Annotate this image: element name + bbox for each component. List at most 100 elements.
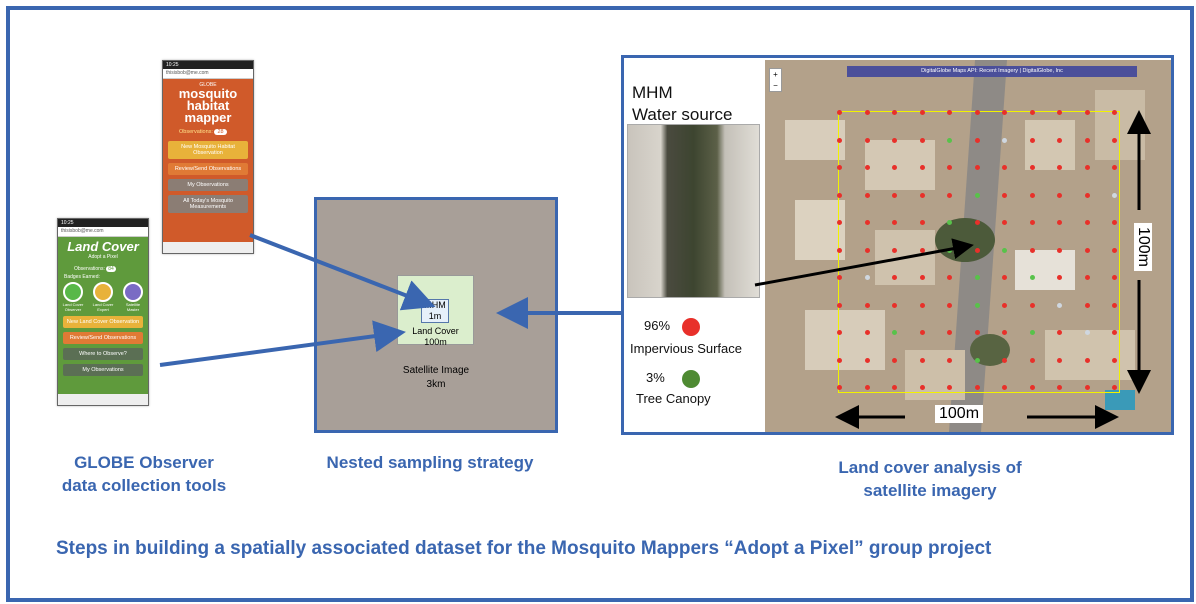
satellite-analysis-panel: MHM Water source 96% Impervious Surface … bbox=[621, 55, 1174, 435]
caption-tools: GLOBE Observer data collection tools bbox=[44, 451, 244, 497]
mhm-button-1[interactable]: New Mosquito Habitat Observation bbox=[168, 141, 248, 159]
sample-point bbox=[1057, 357, 1062, 363]
lc-button-4[interactable]: My Observations bbox=[63, 364, 143, 376]
sample-point bbox=[1084, 247, 1090, 253]
sample-point bbox=[1057, 165, 1062, 170]
sample-point bbox=[864, 357, 870, 363]
sample-point bbox=[1002, 302, 1007, 308]
sample-point bbox=[1002, 275, 1007, 280]
map-attribution-bar: DigitalGlobe Maps API: Recent Imagery | … bbox=[847, 66, 1137, 77]
sample-point bbox=[1029, 165, 1035, 170]
impervious-legend-dot bbox=[682, 318, 700, 336]
mhm-logo-line3: mapper bbox=[184, 110, 232, 125]
satellite-image-label: Satellite Image 3km bbox=[317, 364, 555, 392]
sample-point bbox=[1084, 357, 1090, 363]
sample-point bbox=[1029, 330, 1035, 335]
satellite-image-title: Satellite Image bbox=[402, 365, 470, 376]
zoom-out-button[interactable]: − bbox=[773, 81, 778, 90]
sample-point bbox=[864, 165, 870, 170]
mhm-logo-line1: mosquito bbox=[178, 86, 238, 101]
sample-point bbox=[1112, 330, 1117, 335]
lc-logo-text: Land Cover bbox=[67, 239, 139, 254]
sample-point bbox=[837, 110, 842, 115]
mhm-button-4[interactable]: All Today's Mosquito Measurements bbox=[168, 195, 248, 213]
mhm-logo-line2: habitat bbox=[186, 98, 230, 113]
sample-point bbox=[947, 165, 952, 170]
zoom-in-button[interactable]: + bbox=[773, 70, 778, 79]
sample-point bbox=[837, 137, 842, 143]
sample-point bbox=[892, 165, 897, 170]
lc-button-2[interactable]: Review/Send Observations bbox=[63, 332, 143, 344]
sample-point bbox=[919, 165, 925, 170]
sample-point bbox=[919, 192, 925, 198]
canopy-label: Tree Canopy bbox=[636, 391, 711, 406]
bottom-title: Steps in building a spatially associated… bbox=[56, 538, 992, 559]
scale-arrows bbox=[835, 110, 1151, 429]
sample-point bbox=[974, 220, 980, 225]
lc-bottom-bar bbox=[58, 394, 148, 405]
sample-point bbox=[864, 330, 870, 335]
lc-logo: Land Cover Adopt a Pixel bbox=[58, 239, 148, 260]
mhm-box-size: 1m bbox=[428, 311, 442, 321]
sample-point bbox=[1112, 165, 1117, 170]
sample-point bbox=[1084, 220, 1090, 225]
sample-point bbox=[837, 330, 842, 335]
caption-analysis: Land cover analysis of satellite imagery bbox=[780, 456, 1080, 502]
sample-point bbox=[864, 192, 870, 198]
sample-point bbox=[864, 220, 870, 225]
lc-status-bar: 10:25 bbox=[58, 219, 148, 227]
sample-point bbox=[837, 220, 842, 225]
sample-point bbox=[1057, 247, 1062, 253]
mhm-observations: Observations: 28 bbox=[163, 129, 253, 135]
sample-point bbox=[974, 247, 980, 253]
sample-point bbox=[837, 302, 842, 308]
sample-point bbox=[1029, 357, 1035, 363]
caption-nested: Nested sampling strategy bbox=[326, 453, 534, 472]
sample-point bbox=[1029, 110, 1035, 115]
landcover-box: MHM 1m Land Cover 100m bbox=[397, 275, 474, 347]
satellite-map[interactable]: DigitalGlobe Maps API: Recent Imagery | … bbox=[765, 60, 1171, 432]
badge-icon bbox=[63, 282, 83, 302]
mhm-box-label: MHM bbox=[424, 300, 446, 310]
mhm-bottom-bar bbox=[163, 242, 253, 253]
sample-point bbox=[837, 357, 842, 363]
sample-point bbox=[974, 357, 980, 363]
sample-point bbox=[1112, 220, 1117, 225]
lc-button-1[interactable]: New Land Cover Observation bbox=[63, 316, 143, 328]
mhm-logo-globe: GLOBE bbox=[199, 82, 217, 88]
legend-title-mhm: MHM bbox=[632, 83, 673, 102]
sample-point bbox=[892, 302, 897, 308]
caption-analysis-line2: satellite imagery bbox=[863, 481, 997, 500]
sample-point bbox=[1112, 247, 1117, 253]
impervious-label: Impervious Surface bbox=[630, 341, 742, 356]
sample-point bbox=[974, 302, 980, 308]
sample-point bbox=[919, 110, 925, 115]
landcover-box-size: 100m bbox=[424, 337, 447, 347]
sample-point bbox=[892, 137, 897, 143]
sample-point bbox=[1084, 137, 1090, 143]
mhm-account-email: thisisbob@me.com bbox=[163, 69, 253, 79]
mhm-button-3[interactable]: My Observations bbox=[168, 179, 248, 191]
lc-badges-label: Badges Earned: bbox=[64, 274, 100, 280]
sample-point bbox=[1057, 302, 1062, 308]
sample-point bbox=[1057, 385, 1062, 390]
lc-observations: Observations: 84 bbox=[58, 266, 148, 272]
sample-point bbox=[864, 110, 870, 115]
sample-point bbox=[892, 220, 897, 225]
sample-point bbox=[1029, 302, 1035, 308]
mhm-button-2[interactable]: Review/Send Observations bbox=[168, 163, 248, 175]
sample-point bbox=[919, 357, 925, 363]
canopy-legend-dot bbox=[682, 370, 700, 388]
sample-point bbox=[837, 385, 842, 390]
sample-point bbox=[892, 330, 897, 335]
sample-point bbox=[974, 385, 980, 390]
lc-badge: Satellite Master bbox=[122, 282, 144, 312]
sample-point bbox=[1002, 385, 1007, 390]
lc-button-3[interactable]: Where to Observe? bbox=[63, 348, 143, 360]
sample-point bbox=[1084, 192, 1090, 198]
sample-point bbox=[974, 330, 980, 335]
mhm-observations-count: 28 bbox=[214, 129, 227, 135]
badge-icon bbox=[123, 282, 143, 302]
